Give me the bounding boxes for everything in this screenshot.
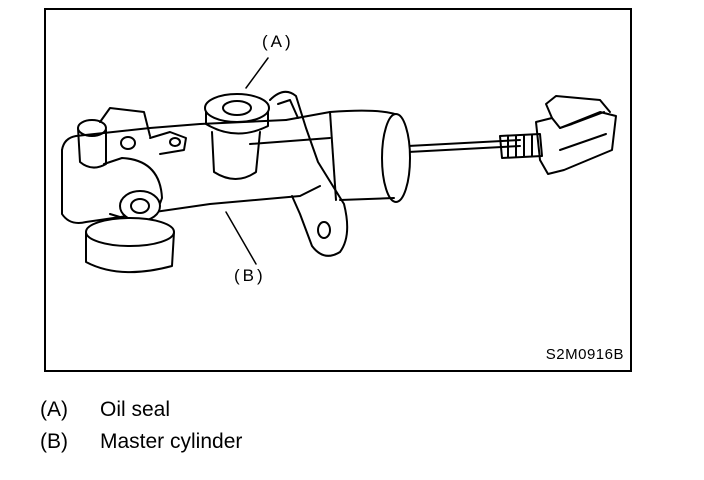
- push-rod: [407, 133, 543, 159]
- legend-label: Master cylinder: [100, 430, 243, 453]
- callout-b: (B): [234, 266, 266, 285]
- oil-seal: [204, 93, 270, 180]
- mounting-flange: [269, 90, 349, 257]
- legend-key: (A): [40, 398, 68, 421]
- legend-item-oil-seal: (A) Oil seal: [40, 398, 170, 422]
- leader-line-a: [245, 57, 269, 89]
- callout-a: (A): [262, 32, 294, 51]
- cylinder-body: [61, 109, 411, 224]
- inlet-boss: [77, 107, 151, 169]
- figure-code: S2M0916B: [545, 346, 624, 363]
- lower-boss: [85, 217, 175, 274]
- leader-line-b: [225, 211, 257, 265]
- side-bracket: [120, 131, 187, 155]
- figure-frame: [44, 8, 632, 372]
- outlet-port: [103, 157, 163, 222]
- legend-item-master-cylinder: (B) Master cylinder: [40, 430, 242, 454]
- clevis: [535, 95, 617, 175]
- legend-key: (B): [40, 430, 68, 453]
- master-cylinder-illustration: [61, 57, 617, 274]
- legend-label: Oil seal: [100, 398, 171, 421]
